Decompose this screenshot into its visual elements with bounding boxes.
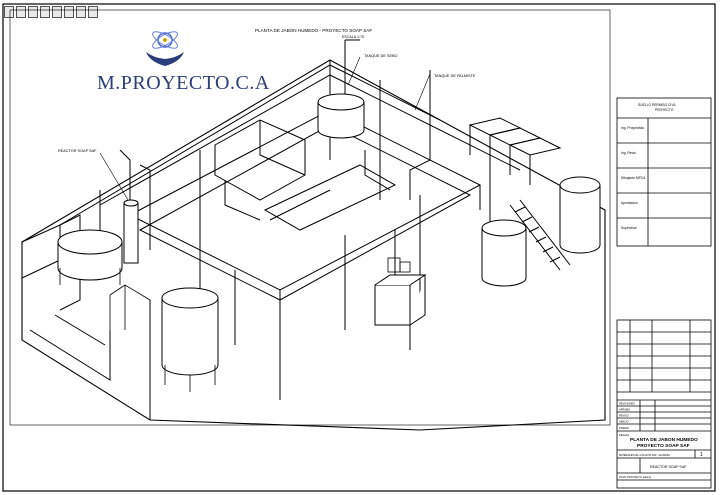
title-block-row: DIBUJO xyxy=(619,420,629,424)
drawing-scale: ESCALA 1:75 xyxy=(342,35,364,39)
logo-icon xyxy=(146,31,184,66)
toolbar-button[interactable] xyxy=(4,6,14,18)
title-block-row: REVISIONES xyxy=(619,402,635,406)
toolbar-button[interactable] xyxy=(52,6,62,18)
label-tanque-sebo: TANQUE DE SEBO xyxy=(364,54,398,58)
logo-text: M.PROYECTO.C.A xyxy=(97,72,270,94)
title-block-subline: MATERIALES DE LA PLANTA SAP - ALUMINIO xyxy=(619,454,670,457)
title-block-row: REVISO xyxy=(619,414,629,418)
title-block-fecha: FECHA xyxy=(619,433,629,437)
toolbar-button[interactable] xyxy=(76,6,86,18)
toolbar-button[interactable] xyxy=(40,6,50,18)
title-block-main-1: PLANTA DE JABON HUMEDO xyxy=(630,437,698,443)
panel-header-2: PROYECTO xyxy=(655,108,674,112)
toolbar-button[interactable] xyxy=(28,6,38,18)
title-block-sheet-no: 1 xyxy=(700,452,703,458)
panel-row: Ing. Proyectista xyxy=(621,126,644,130)
panel-row: Ing. Revis. xyxy=(621,151,637,155)
label-reactor: REACTOR SOAP SAF xyxy=(58,149,97,153)
title-block-row: APROBO xyxy=(619,408,630,412)
panel-row: Dibujante MPCA xyxy=(621,176,646,180)
toolbar-button[interactable] xyxy=(64,6,74,18)
panel-row: Supervisor xyxy=(621,226,638,230)
title-block-main-2: PROYECTO SOAP SAF xyxy=(637,443,690,449)
toolbar xyxy=(4,6,100,20)
drawing-title: PLANTA DE JABON HUMEDO - PROYECTO SOAP S… xyxy=(255,28,372,33)
panel-row: Aprobacion xyxy=(621,201,638,205)
toolbar-button[interactable] xyxy=(88,6,98,18)
title-block-bottom-left: PLAN. PROYECTO. Eslimg xyxy=(619,475,652,479)
title-block-drawing-name: REACTOR SOAP SAF xyxy=(650,465,687,469)
toolbar-button[interactable] xyxy=(16,6,26,18)
title-block-row: DISENO xyxy=(619,426,629,430)
label-tanque-palmiste: TANQUE DE PALMISTE xyxy=(434,74,476,78)
panel-header-1: SUELLO PERMISO CIVIL xyxy=(638,103,676,107)
